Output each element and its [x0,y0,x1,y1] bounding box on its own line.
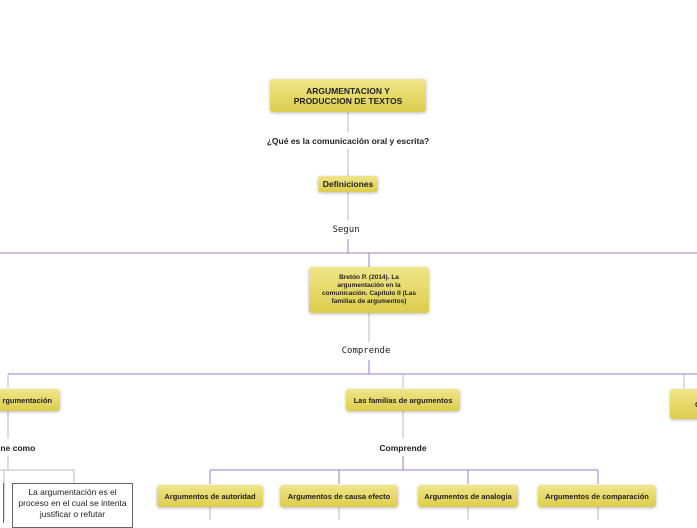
root-topic[interactable]: ARGUMENTACION Y PRODUCCION DE TEXTOS [270,79,426,112]
right-branch-node[interactable]: C [670,389,697,419]
argumentation-node[interactable]: rgumentación [0,389,60,411]
definitions-node[interactable]: Definiciones [318,176,378,192]
root-topic-label: ARGUMENTACION Y PRODUCCION DE TEXTOS [293,85,403,106]
family-cause-effect-node[interactable]: Argumentos de causa efecto [280,485,398,507]
question-text[interactable]: ¿Qué es la comunicación oral y escrita? [266,135,430,146]
source-node[interactable]: Bretón P. (2014). La argumentación en la… [309,267,429,313]
segun-connector-label: Segun [332,224,360,235]
argumentation-definition-box[interactable]: La argumentación es el proceso en el cua… [12,483,133,528]
comprende-families-connector-label: Comprende [379,442,427,453]
comprende-connector-label: Comprende [341,345,391,356]
family-authority-node[interactable]: Argumentos de autoridad [157,485,263,507]
defines-as-connector-label: ine como [0,442,36,453]
cropped-box-edge [0,483,4,523]
argument-families-node[interactable]: Las familias de argumentos [346,389,460,411]
family-analogy-node[interactable]: Argumentos de analogía [418,485,518,507]
family-comparison-node[interactable]: Argumentos de comparación [538,485,656,507]
